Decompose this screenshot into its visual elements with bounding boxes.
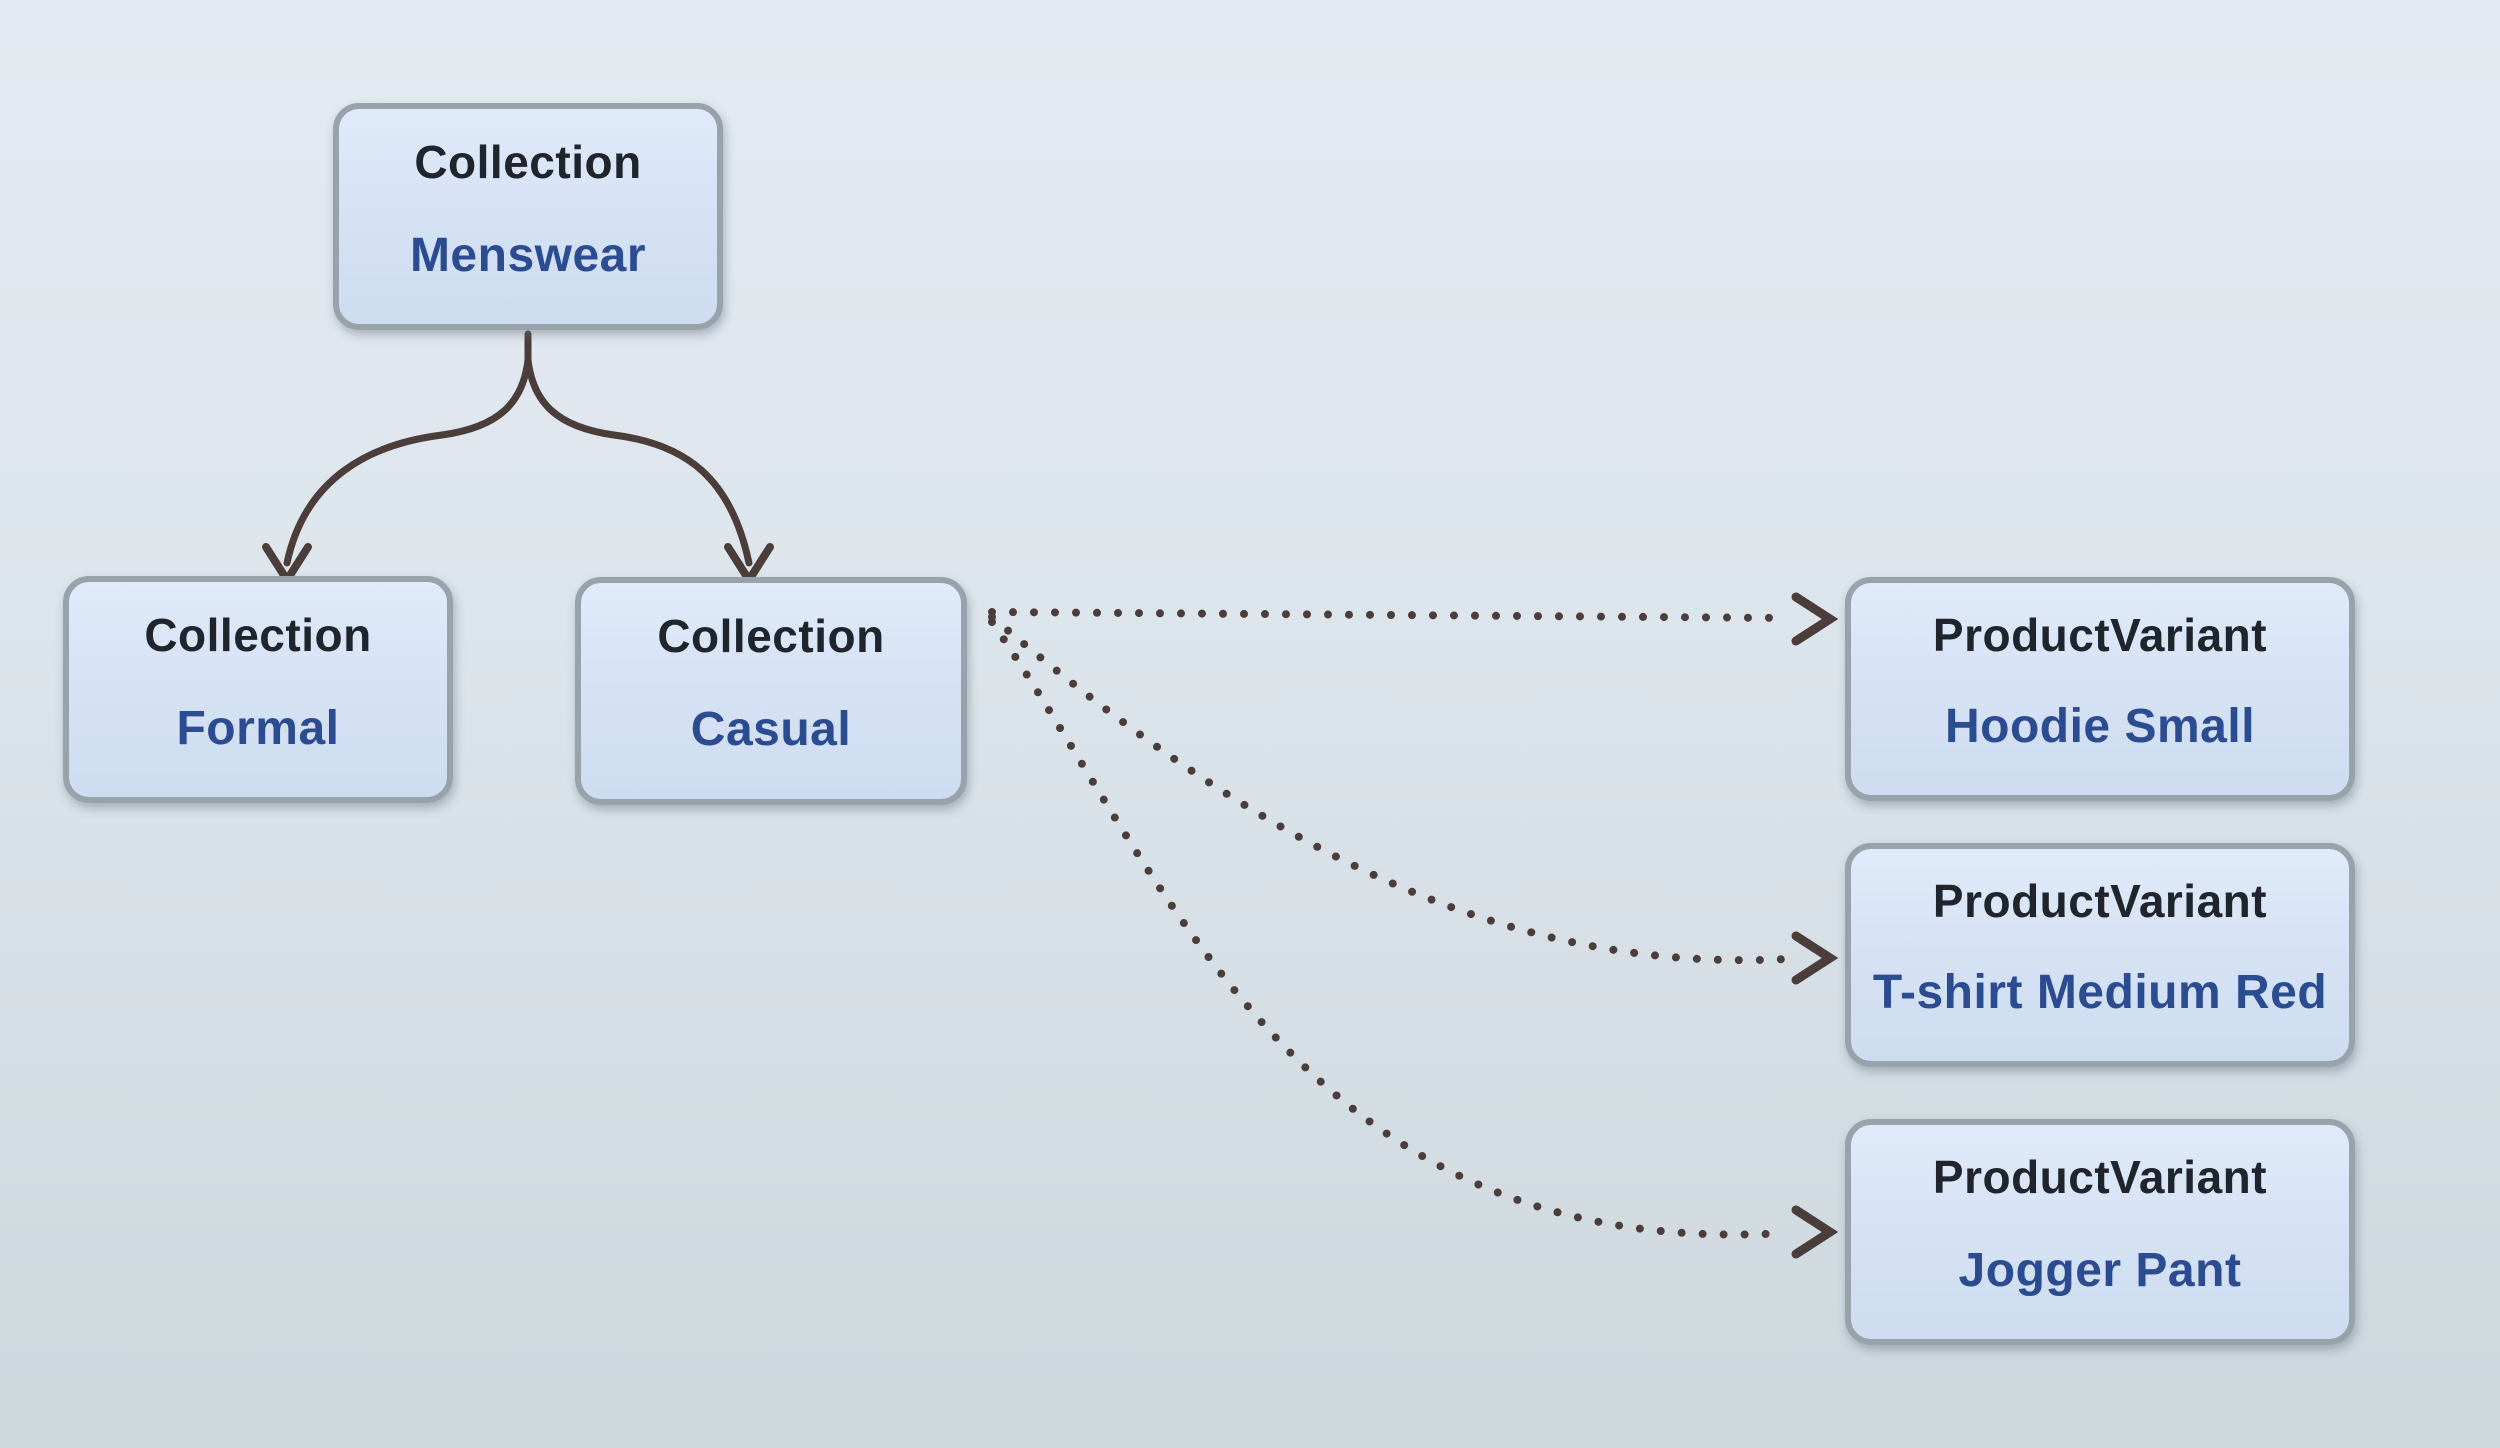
node-name-label: Casual [690,703,852,757]
node-type-label: Collection [657,609,885,662]
node-productvariant-jogger-pant: ProductVariant Jogger Pant [1845,1119,2355,1345]
node-collection-formal: Collection Formal [63,576,453,803]
edge-casual-jogger-pant [988,618,1839,1259]
node-productvariant-hoodie-small: ProductVariant Hoodie Small [1845,577,2355,801]
node-name-label: Menswear [409,228,647,282]
node-productvariant-tshirt-medium-red: ProductVariant T-shirt Medium Red [1845,843,2355,1067]
edge-menswear-casual [524,356,774,588]
node-type-label: Collection [414,135,642,188]
node-type-label: ProductVariant [1932,874,2268,927]
node-type-label: ProductVariant [1932,1151,2268,1204]
node-type-label: ProductVariant [1932,608,2268,661]
node-name-label: Formal [176,701,340,755]
node-collection-menswear: Collection Menswear [333,103,723,330]
edge-casual-hoodie-small [988,592,1839,646]
node-name-label: Hoodie Small [1944,700,2256,754]
node-collection-casual: Collection Casual [575,577,967,805]
node-name-label: T-shirt Medium Red [1872,966,2328,1020]
edge-menswear-formal [262,356,532,588]
node-name-label: Jogger Pant [1958,1243,2242,1297]
edge-casual-tshirt-medium-red [988,613,1839,985]
node-type-label: Collection [144,608,372,661]
